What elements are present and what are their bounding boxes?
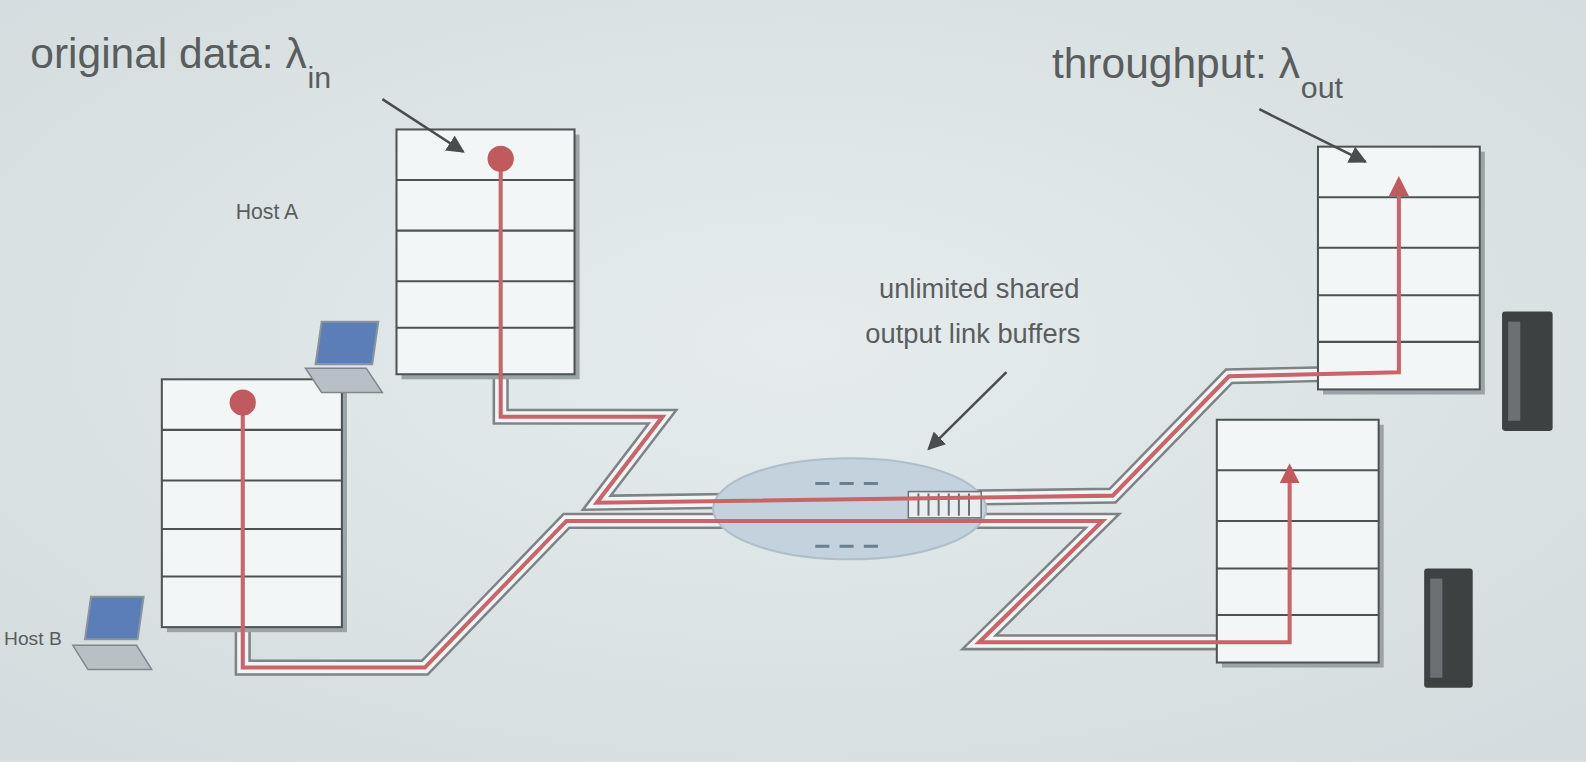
router [713,458,986,559]
server-tower [1502,312,1553,431]
server [1502,312,1553,431]
link-band [243,521,1217,668]
flow-b [243,403,1290,668]
flow-label: original data: λ [30,30,306,77]
server-panel [1430,579,1442,678]
leader-arrow [929,372,1007,449]
leader-arrow [1259,109,1365,162]
subscript: in [307,61,331,94]
server-tower [1424,568,1473,687]
host-label: Host A [236,200,299,223]
stack-layers [162,430,342,577]
output-buffer [908,492,981,518]
source-dot [488,146,514,172]
callout-label: unlimited shared [879,275,1079,305]
flows [243,159,1399,668]
server-panel [1508,322,1520,421]
callouts [382,99,1365,449]
protocol-stack [397,129,575,374]
host-label: Host B [4,629,62,650]
flow-a [501,159,1399,503]
link-band [243,521,1217,668]
laptop [73,597,152,670]
laptop [305,322,382,393]
link-bands [243,374,1318,667]
laptop-screen [316,322,379,364]
laptop-screen [85,597,144,639]
host-stacks [162,129,1485,667]
callout-label: output link buffers [865,320,1080,350]
protocol-stack [162,379,342,627]
flow-label: throughput: λ [1052,40,1300,87]
leader-arrow [382,99,463,152]
stack-layers [1217,470,1379,615]
stack-layers [397,180,575,328]
server [1424,568,1473,687]
laptop-base [305,368,382,392]
router-body [713,458,986,559]
router-marks [815,483,878,546]
laptop-base [73,645,152,669]
protocol-stack [1217,420,1379,663]
subscript: out [1301,71,1343,104]
source-dot [230,389,256,415]
